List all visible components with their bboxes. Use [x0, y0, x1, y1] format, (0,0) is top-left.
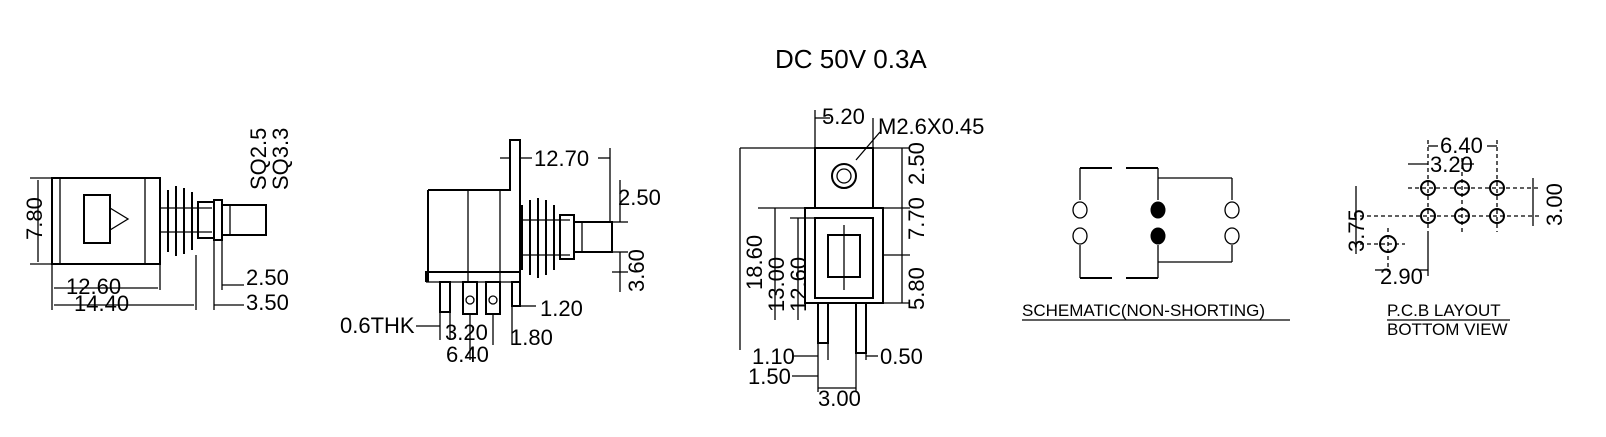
dim-width: 5.20 — [822, 104, 865, 129]
dim-height: 7.80 — [22, 197, 47, 240]
collar — [559, 214, 575, 260]
dim-w-total: 6.40 — [1440, 133, 1483, 158]
dim-d2: 3.50 — [246, 290, 289, 315]
dim-sq2: SQ3.3 — [268, 128, 293, 190]
dim-d1: 2.50 — [246, 265, 289, 290]
dim-d4: 3.20 — [445, 320, 488, 345]
plunger — [573, 221, 613, 253]
dim-total-length: 14.40 — [74, 291, 129, 316]
side-view: 7.80 SQ2.5 SQ3.3 12.60 14.40 2.50 3.50 — [22, 128, 293, 316]
dim-thickness: 0.6THK — [340, 313, 415, 338]
pcb-caption-2: BOTTOM VIEW — [1387, 320, 1508, 339]
plunger-flange — [213, 199, 223, 241]
spring — [520, 198, 570, 278]
dim-thread: M2.6X0.45 — [878, 114, 984, 139]
terminal-icon — [1072, 201, 1088, 219]
dim-h-total: 18.60 — [742, 235, 767, 290]
dim-d5: 1.80 — [510, 325, 553, 350]
common-terminal-icon — [1150, 201, 1166, 219]
dim-body-length: 12.60 — [66, 274, 121, 299]
rating-title: DC 50V 0.3A — [775, 44, 927, 74]
pcb-layout: 6.40 3.20 3.00 3.75 2.90 P.C.B LAYOUT BO… — [1344, 133, 1567, 339]
dim-length: 12.70 — [534, 146, 589, 171]
dim-h-mid: 13.00 — [764, 257, 789, 312]
spring — [159, 186, 212, 256]
pad-icon — [1420, 180, 1436, 196]
schematic: SCHEMATIC(NON-SHORTING) — [1022, 167, 1290, 321]
dim-w4: 3.00 — [818, 386, 861, 411]
dim-d3: 1.20 — [540, 296, 583, 321]
slider-window — [83, 194, 111, 244]
dim-h-body: 12.60 — [786, 257, 811, 312]
dim-w3: 0.50 — [880, 344, 923, 369]
dim-w2: 1.50 — [748, 364, 791, 389]
schematic-caption: SCHEMATIC(NON-SHORTING) — [1022, 301, 1265, 320]
dim-h-upper: 7.70 — [904, 197, 929, 240]
dim-h-top: 2.50 — [904, 142, 929, 185]
mount-hole — [831, 163, 857, 189]
dim-w-bottom: 2.90 — [1380, 264, 1423, 289]
switch-body — [51, 177, 161, 265]
terminal-icon — [1224, 201, 1240, 219]
mounting-plate — [814, 147, 874, 209]
arrow-mark-icon — [109, 206, 130, 232]
pcb-caption-1: P.C.B LAYOUT — [1387, 301, 1501, 320]
dim-d1: 2.50 — [618, 185, 661, 210]
end-view: 5.20 M2.6X0.45 2.50 7.70 5.80 18.60 13.0… — [739, 104, 984, 411]
dim-sq1: SQ2.5 — [246, 128, 271, 190]
pins — [439, 281, 521, 315]
plunger-shaft — [221, 204, 267, 236]
dim-h-right: 3.00 — [1542, 183, 1567, 226]
dim-h-left: 3.75 — [1344, 209, 1369, 252]
dim-w1: 1.10 — [752, 344, 795, 369]
front-view: 12.70 2.50 3.60 1.20 0.6THK 3.20 1.80 6.… — [340, 139, 661, 367]
terminal-icon — [1072, 227, 1088, 245]
pad-icon — [1420, 208, 1436, 224]
terminal-icon — [1224, 227, 1240, 245]
dim-d6: 6.40 — [446, 342, 489, 367]
common-terminal-icon — [1150, 227, 1166, 245]
dim-h-lower: 5.80 — [904, 267, 929, 310]
pad-icon — [1489, 180, 1505, 196]
dim-d2: 3.60 — [624, 249, 649, 292]
